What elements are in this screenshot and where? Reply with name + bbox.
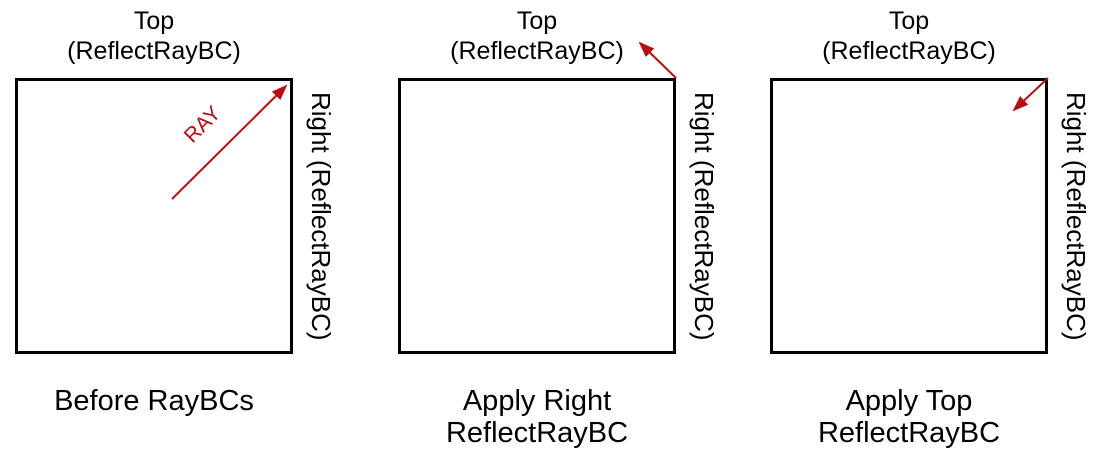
panel-caption: Before RayBCs [15,385,293,417]
panel-caption-line1: Apply Top [845,385,973,417]
panel-caption: Apply Top ReflectRayBC [770,385,1048,449]
panel-before-raybcs: Top (ReflectRayBC) Right (ReflectRayBC) … [15,0,336,461]
top-boundary-label: Top (ReflectRayBC) [15,6,293,66]
panel-apply-top-reflectraybc: Top (ReflectRayBC) Right (ReflectRayBC) … [770,0,1091,461]
top-boundary-label-line1: Top [516,7,558,35]
top-boundary-label: Top (ReflectRayBC) [770,6,1048,66]
right-boundary-label: Right (ReflectRayBC) [689,91,719,341]
top-boundary-label: Top (ReflectRayBC) [398,6,676,66]
panel-apply-right-reflectraybc: Top (ReflectRayBC) Right (ReflectRayBC) … [398,0,719,461]
domain-box [398,78,676,354]
top-boundary-label-line2: (ReflectRayBC) [822,37,996,65]
panel-caption: Apply Right ReflectRayBC [398,385,676,449]
domain-box [15,78,293,354]
panel-caption-line1: Before RayBCs [54,385,254,417]
top-boundary-label-line2: (ReflectRayBC) [67,37,241,65]
top-boundary-label-line2: (ReflectRayBC) [450,37,624,65]
top-boundary-label-line1: Top [133,7,175,35]
top-boundary-label-line1: Top [888,7,930,35]
panel-caption-line1: Apply Right [462,385,612,417]
right-boundary-label: Right (ReflectRayBC) [306,91,336,341]
domain-box [770,78,1048,354]
panel-caption-line2: ReflectRayBC [445,417,629,449]
right-boundary-label: Right (ReflectRayBC) [1061,91,1091,341]
panel-caption-line2: ReflectRayBC [817,417,1001,449]
